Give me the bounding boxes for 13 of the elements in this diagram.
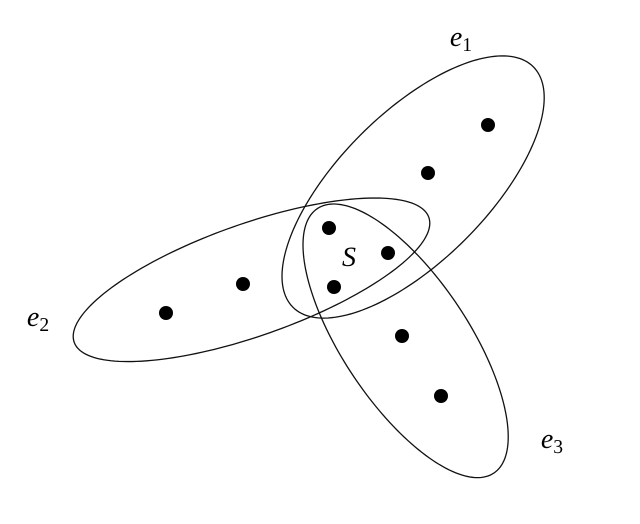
vertex-dot xyxy=(158,306,173,320)
vertex-dot xyxy=(394,328,409,343)
vertex-dot xyxy=(381,246,396,260)
vertex-dot xyxy=(434,388,448,403)
vertex-dot xyxy=(322,221,336,236)
hyperedge-label: e$_{2}$ xyxy=(26,304,50,332)
vertex-dot xyxy=(480,118,495,132)
set-label: S xyxy=(342,244,356,272)
vertex-dot xyxy=(421,166,436,180)
hyperedge-label: e$_{3}$ xyxy=(540,426,564,454)
vertex-dot xyxy=(327,280,341,294)
vertex-dot xyxy=(236,277,250,292)
hyperedge-label: e$_{1}$ xyxy=(450,24,472,52)
